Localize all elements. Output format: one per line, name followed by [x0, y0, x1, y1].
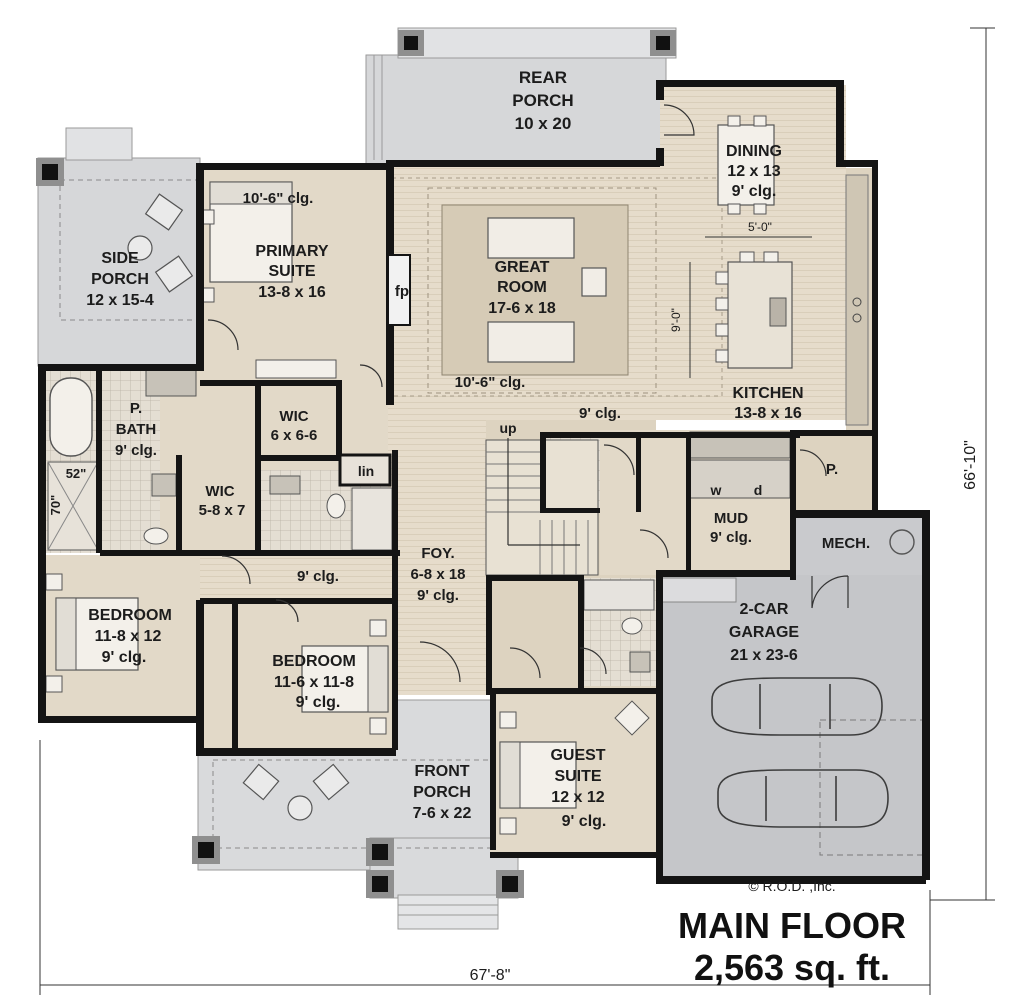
plan-area: 2,563 sq. ft.	[694, 947, 890, 988]
washer-label: w	[710, 482, 722, 498]
kitchen-dim-b: 9'-0"	[669, 308, 683, 332]
guest-suite-label-1: GUEST	[550, 747, 605, 764]
great-room-size: 17-6 x 18	[488, 300, 556, 317]
plan-title: MAIN FLOOR	[678, 905, 906, 946]
hall-ceiling: 9' clg.	[297, 568, 339, 585]
mud-laundry	[689, 431, 791, 499]
door-swings	[207, 104, 849, 683]
guest-suite-label-2: SUITE	[554, 768, 601, 785]
wic2-size: 5-8 x 7	[199, 502, 246, 519]
mud-label: MUD	[714, 510, 748, 527]
tub-width: 52"	[66, 466, 87, 481]
p-bath-label-2: BATH	[116, 421, 157, 438]
foyer-label: FOY.	[421, 545, 454, 562]
side-porch-label-1: SIDE	[101, 250, 139, 267]
great-room-ceiling: 10'-6" clg.	[455, 374, 526, 391]
linen-label: lin	[358, 463, 374, 479]
dining-ceiling: 9' clg.	[732, 183, 777, 200]
garage-label-1: 2-CAR	[740, 601, 789, 618]
kitchen-label: KITCHEN	[732, 385, 803, 402]
great-room-label-1: GREAT	[495, 259, 550, 276]
side-porch-size: 12 x 15-4	[86, 292, 154, 309]
guest-suite-ceiling: 9' clg.	[562, 813, 607, 830]
front-porch-label-2: PORCH	[413, 784, 471, 801]
rear-porch-size: 10 x 20	[515, 114, 572, 133]
garage-label-2: GARAGE	[729, 624, 800, 641]
bedroom-beds	[45, 573, 650, 835]
primary-label-2: SUITE	[268, 263, 315, 280]
kitchen-ceiling: 9' clg.	[579, 405, 621, 422]
mech-label: MECH.	[822, 535, 870, 552]
room-labels: REAR PORCH 10 x 20 DINING 12 x 13 9' clg…	[48, 68, 870, 830]
fireplace-label: fp	[395, 283, 409, 300]
bedroom1-label: BEDROOM	[88, 607, 172, 624]
side-porch	[36, 127, 201, 367]
bedroom2-size: 11-6 x 11-8	[274, 674, 354, 691]
dining-table	[717, 115, 775, 215]
dining-label: DINING	[726, 143, 782, 160]
bedroom1-ceiling: 9' clg.	[102, 649, 147, 666]
pantry-label: P.	[826, 461, 838, 478]
p-bath-ceiling: 9' clg.	[115, 442, 157, 459]
kitchen-dim-a: 5'-0"	[748, 220, 772, 234]
bathroom-fixtures	[47, 369, 655, 673]
foyer-size: 6-8 x 18	[410, 566, 465, 583]
copyright: © R.O.D. ,Inc.	[748, 878, 835, 894]
wic1-label: WIC	[279, 408, 308, 425]
stairs-up-label: up	[499, 420, 516, 436]
primary-ceiling: 10'-6" clg.	[243, 190, 314, 207]
kitchen-size: 13-8 x 16	[734, 405, 802, 422]
bedroom2-label: BEDROOM	[272, 653, 356, 670]
mud-ceiling: 9' clg.	[710, 529, 752, 546]
front-porch-label-1: FRONT	[414, 763, 469, 780]
rear-porch-label-2: PORCH	[512, 91, 573, 110]
garage-size: 21 x 23-6	[730, 647, 798, 664]
great-room-rug	[391, 177, 723, 397]
tub-height: 70"	[48, 495, 63, 516]
garage	[656, 515, 925, 880]
side-porch-label-2: PORCH	[91, 271, 149, 288]
p-bath-label-1: P.	[130, 400, 142, 417]
width-dimension: 67'-8"	[470, 967, 511, 984]
primary-label-1: PRIMARY	[255, 243, 329, 260]
bedroom1-size: 11-8 x 12	[95, 628, 162, 645]
guest-suite-size: 12 x 12	[551, 789, 604, 806]
rear-porch-label-1: REAR	[519, 68, 567, 87]
rear-porch	[365, 27, 677, 166]
wic1-size: 6 x 6-6	[271, 427, 318, 444]
dining-size: 12 x 13	[727, 163, 780, 180]
dimension-lines	[39, 27, 995, 995]
wic2-label: WIC	[205, 483, 234, 500]
walls	[38, 80, 930, 884]
primary-size: 13-8 x 16	[258, 284, 326, 301]
primary-bed	[199, 181, 337, 379]
foyer-ceiling: 9' clg.	[417, 587, 459, 604]
kitchen-island	[689, 174, 869, 426]
depth-dimension: 66'-10"	[962, 440, 979, 490]
great-room-label-2: ROOM	[497, 279, 547, 296]
bedroom2-ceiling: 9' clg.	[296, 694, 341, 711]
front-porch-size: 7-6 x 22	[413, 805, 472, 822]
dryer-label: d	[754, 482, 763, 498]
